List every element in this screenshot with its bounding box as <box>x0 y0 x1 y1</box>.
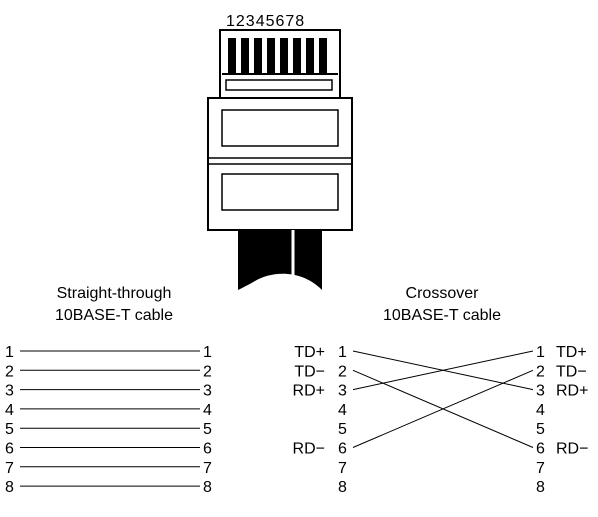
contact-3 <box>254 38 262 74</box>
crossover-wire <box>352 350 534 391</box>
contact-8 <box>319 38 327 74</box>
crossover-right-pin: 1 <box>536 344 545 361</box>
straight-right-pin: 7 <box>203 460 212 477</box>
cable-jacket <box>238 230 322 290</box>
straight-right-pin: 4 <box>203 402 212 419</box>
crossover-left-signal: RD+ <box>293 383 325 400</box>
crossover-left-signals: TD+ TD− RD+ RD− <box>293 344 325 458</box>
crossover-right-signal: TD+ <box>556 344 587 361</box>
crossover-title-line1: Crossover <box>406 285 480 302</box>
straight-wires <box>20 350 200 487</box>
straight-through-section: Straight-through 10BASE-T cable 1 2 3 4 5 6 7 8… <box>5 285 212 496</box>
crossover-title-line2: 10BASE-T cable <box>383 307 501 324</box>
crossover-wires <box>352 350 534 448</box>
crossover-right-pins: 1 2 3 4 5 6 7 8 <box>536 344 545 496</box>
straight-left-pin: 8 <box>5 479 14 496</box>
crossover-left-pin: 3 <box>338 383 347 400</box>
straight-left-pin: 3 <box>5 383 14 400</box>
crossover-left-pin: 5 <box>338 421 347 438</box>
crossover-right-signal: RD− <box>556 441 588 458</box>
crossover-right-pin: 7 <box>536 460 545 477</box>
crossover-left-pin: 7 <box>338 460 347 477</box>
contact-4 <box>267 38 275 74</box>
straight-right-pin: 1 <box>203 344 212 361</box>
straight-left-pin: 7 <box>5 460 14 477</box>
crossover-left-pin: 8 <box>338 479 347 496</box>
straight-left-pin: 6 <box>5 441 14 458</box>
crossover-left-pin: 2 <box>338 363 347 380</box>
crossover-right-signal: TD− <box>556 363 587 380</box>
connector-contacts <box>228 38 327 74</box>
crossover-right-pin: 4 <box>536 402 545 419</box>
straight-left-pin: 5 <box>5 421 14 438</box>
straight-title-line2: 10BASE-T cable <box>55 307 173 324</box>
crossover-right-pin: 6 <box>536 441 545 458</box>
straight-left-pins: 1 2 3 4 5 6 7 8 <box>5 344 14 496</box>
straight-right-pin: 3 <box>203 383 212 400</box>
crossover-left-pin: 1 <box>338 344 347 361</box>
straight-right-pins: 1 2 3 4 5 6 7 8 <box>203 344 212 496</box>
connector-pin-numbers: 12345678 <box>226 13 305 30</box>
crossover-right-pin: 2 <box>536 363 545 380</box>
rj45-connector: 12345678 <box>207 13 353 290</box>
crossover-section: Crossover 10BASE-T cable TD+ TD− RD+ RD− 1 2… <box>293 285 589 496</box>
crossover-right-pin: 5 <box>536 421 545 438</box>
connector-window-upper <box>221 109 339 147</box>
crossover-left-signal: RD− <box>293 441 325 458</box>
crossover-right-signal: RD+ <box>556 383 588 400</box>
crossover-left-pins: 1 2 3 4 5 6 7 8 <box>338 344 347 496</box>
crossover-right-pin: 3 <box>536 383 545 400</box>
contact-5 <box>280 38 288 74</box>
straight-right-pin: 5 <box>203 421 212 438</box>
crossover-right-pin: 8 <box>536 479 545 496</box>
straight-right-pin: 8 <box>203 479 212 496</box>
contact-1 <box>228 38 236 74</box>
crossover-wire <box>352 369 534 448</box>
straight-title-line1: Straight-through <box>57 285 172 302</box>
crossover-left-pin: 6 <box>338 441 347 458</box>
straight-left-pin: 1 <box>5 344 14 361</box>
connector-latch-slot <box>225 79 333 91</box>
crossover-left-signal: TD+ <box>294 344 325 361</box>
crossover-left-pin: 4 <box>338 402 347 419</box>
straight-right-pin: 6 <box>203 441 212 458</box>
crossover-left-signal: TD− <box>294 363 325 380</box>
connector-window-lower <box>221 173 339 211</box>
straight-right-pin: 2 <box>203 363 212 380</box>
crossover-right-signals: TD+ TD− RD+ RD− <box>556 344 588 458</box>
contact-7 <box>306 38 314 74</box>
straight-left-pin: 2 <box>5 363 14 380</box>
straight-left-pin: 4 <box>5 402 14 419</box>
contact-2 <box>241 38 249 74</box>
contact-6 <box>293 38 301 74</box>
